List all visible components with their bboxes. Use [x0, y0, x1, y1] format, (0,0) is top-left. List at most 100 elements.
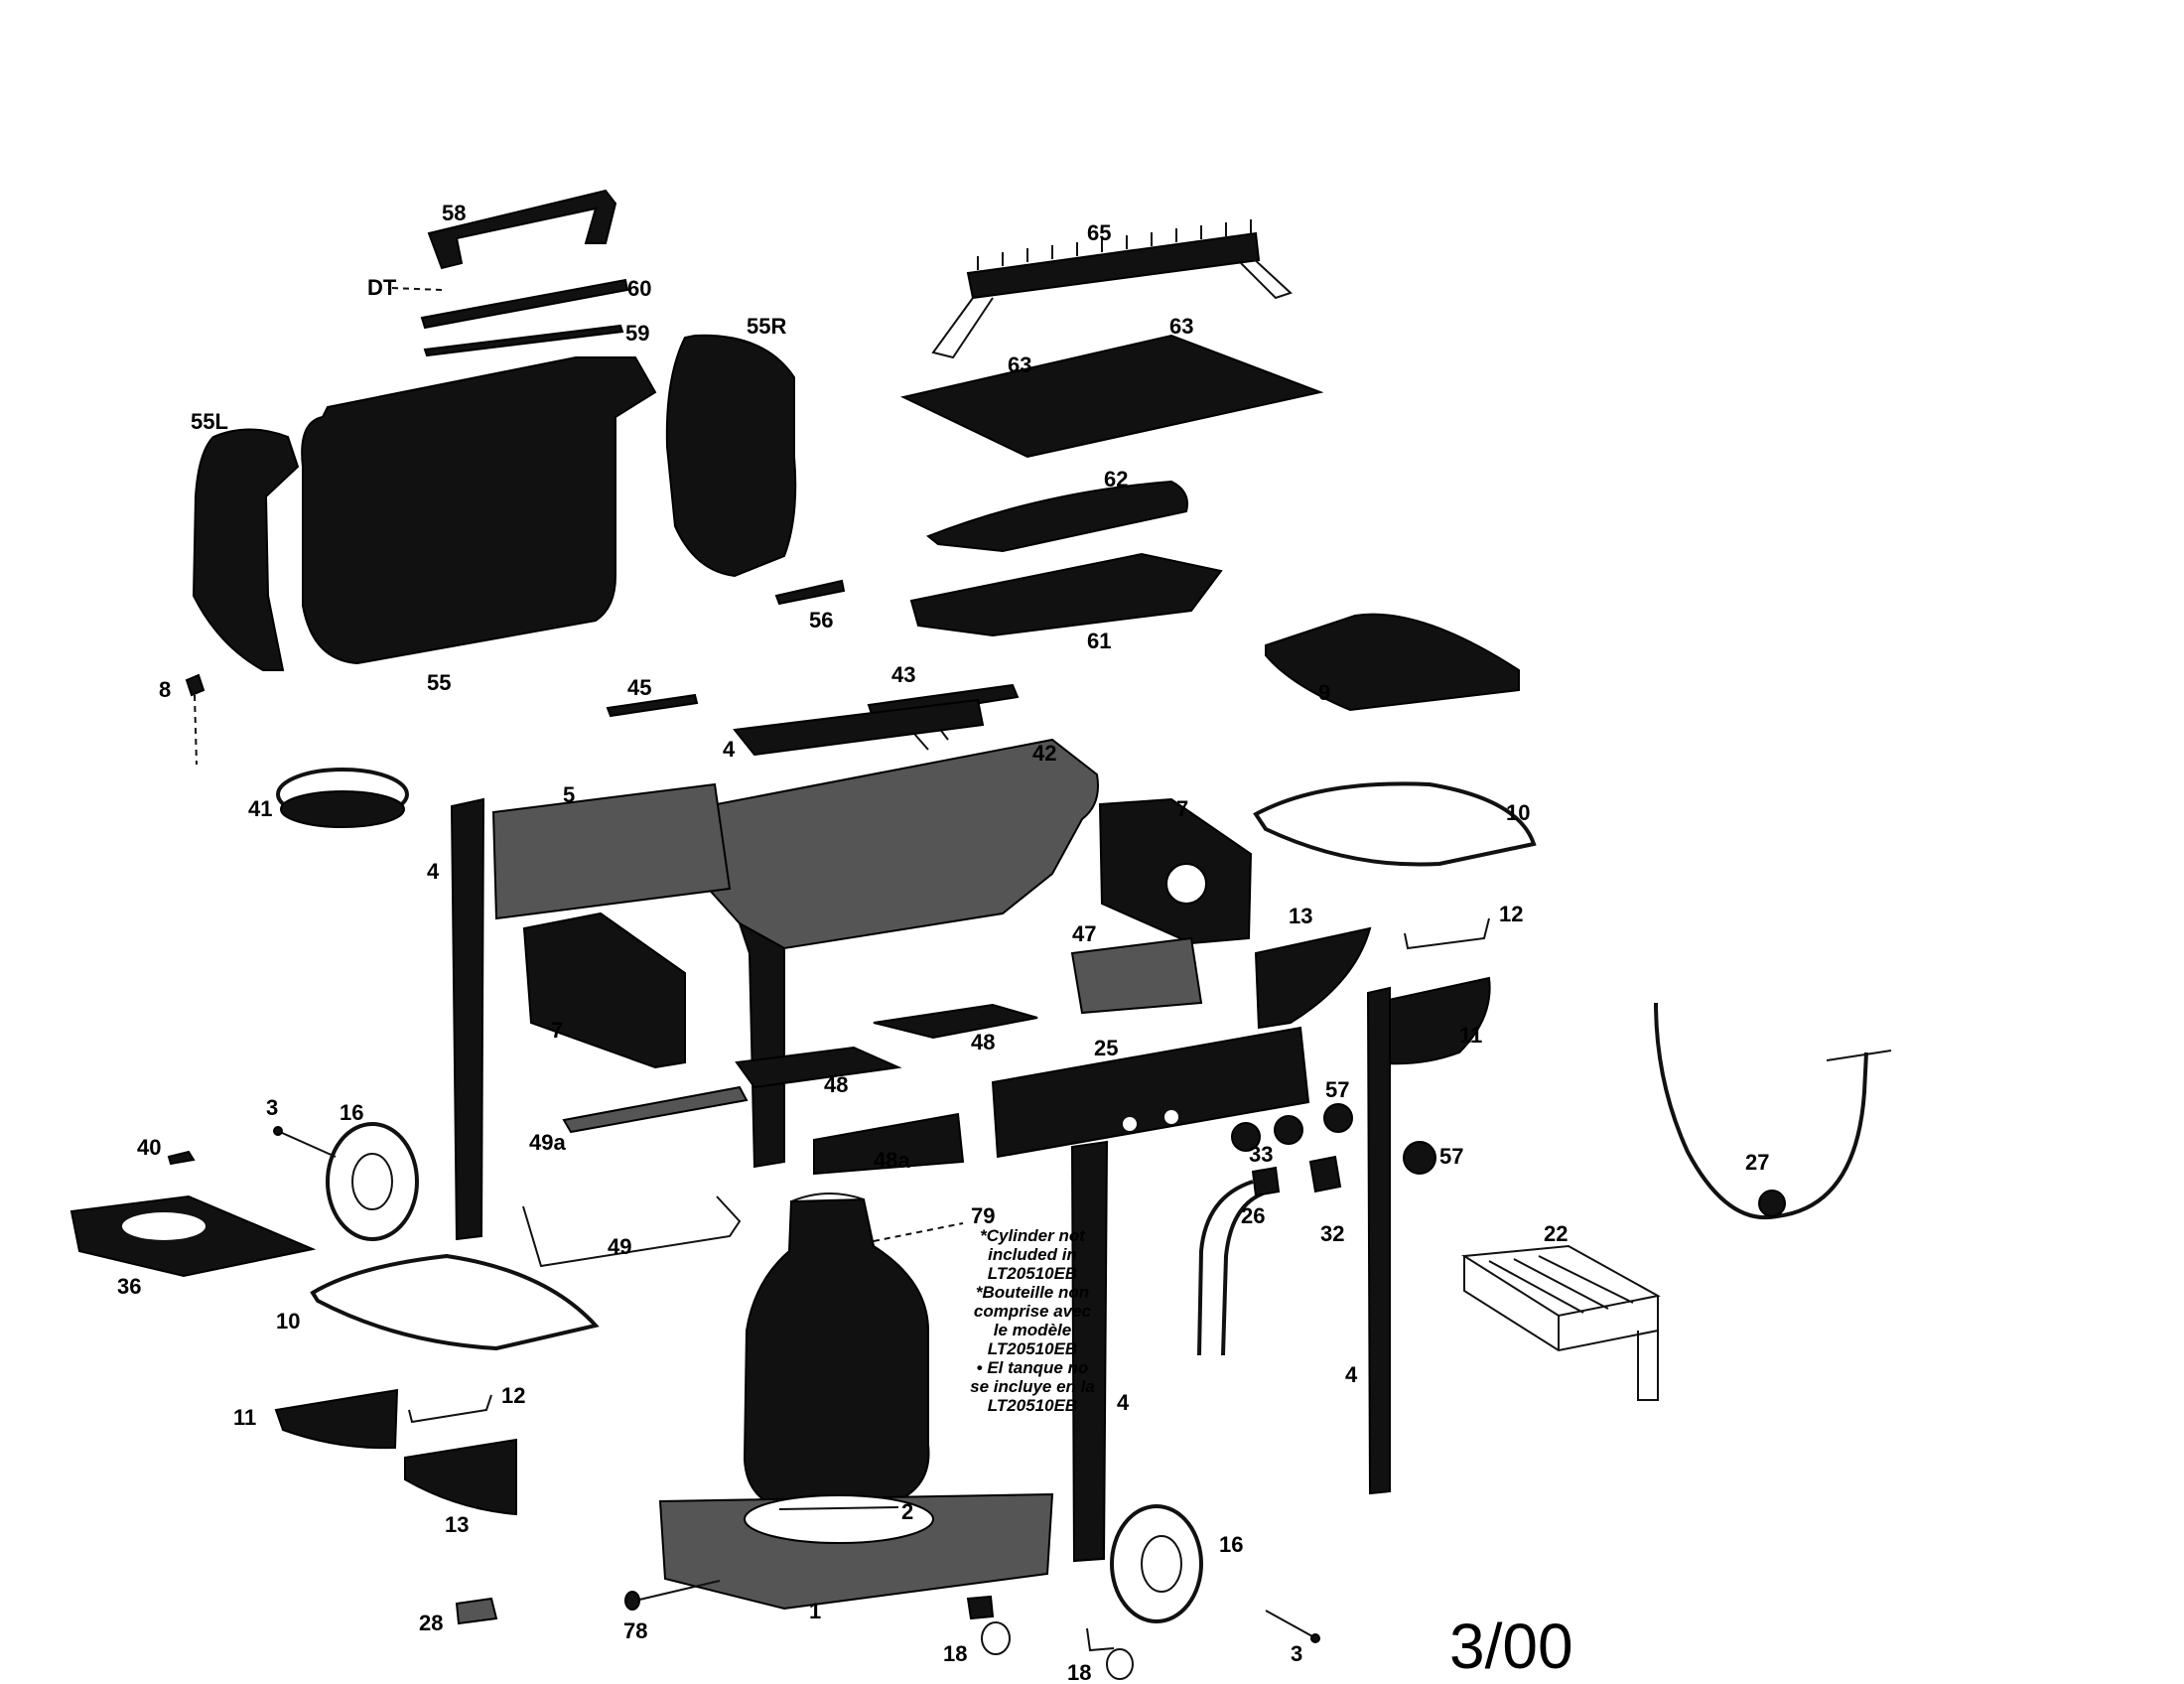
- cylinder-note-line-8: se incluye en la: [970, 1377, 1095, 1396]
- part-label-11b: 11: [233, 1405, 256, 1430]
- part-label-60: 60: [627, 276, 651, 301]
- part-label-32: 32: [1320, 1221, 1344, 1246]
- part-label-16b: 16: [1219, 1532, 1243, 1557]
- part-58-lid-handle: [427, 189, 617, 270]
- part-8-screw: [185, 673, 205, 697]
- part-label-49a: 49a: [529, 1130, 566, 1155]
- part-label-56: 56: [809, 608, 833, 632]
- part-label-4b: 4: [427, 859, 440, 884]
- part-label-16a: 16: [340, 1100, 363, 1125]
- part-49a-brace: [562, 1085, 749, 1134]
- part-label-7a: 7: [1176, 796, 1188, 821]
- part-label-55l: 55L: [191, 409, 228, 434]
- part-label-13a: 13: [1289, 904, 1312, 928]
- part-1-cart-base: [658, 1492, 1054, 1611]
- part-4-leg-right: [1366, 986, 1391, 1495]
- part-10-shelf-frame-right: [1253, 781, 1537, 867]
- part-label-12a: 12: [1499, 902, 1523, 926]
- part-label-62: 62: [1104, 467, 1128, 491]
- part-48-grease-tray: [873, 1003, 1038, 1040]
- part-label-48a-2: 48a: [874, 1148, 910, 1173]
- part-45-bracket: [606, 693, 699, 718]
- part-18-caster-b: [1086, 1627, 1134, 1680]
- part-label-47: 47: [1072, 921, 1096, 946]
- part-55r-lid-end-cap: [665, 334, 797, 578]
- part-label-3a: 3: [266, 1095, 278, 1120]
- part-26-gas-line: [1197, 1180, 1264, 1356]
- part-60-heat-shield: [420, 278, 629, 330]
- part-label-48b: 48: [824, 1072, 848, 1097]
- cylinder-note-line-3: *Bouteille non: [976, 1283, 1089, 1302]
- part-79-lp-cylinder: [743, 1192, 930, 1511]
- part-41-side-burner: [276, 768, 409, 828]
- part-10-shelf-frame-left: [310, 1253, 600, 1351]
- part-3-axle-right: [1265, 1610, 1313, 1637]
- part-42-firebox: [663, 738, 1099, 1169]
- part-8-leader: [194, 694, 198, 766]
- part-7-side-panel-left: [522, 912, 686, 1069]
- part-13-shelf-bowl-right: [1254, 926, 1372, 1030]
- part-12-towel-bar-left: [408, 1394, 492, 1424]
- part-label-4a: 4: [723, 737, 736, 762]
- part-label-33: 33: [1249, 1142, 1273, 1167]
- part-label-63b: 63: [1169, 314, 1193, 339]
- part-label-3b: 3: [1291, 1641, 1302, 1666]
- part-26-fitting: [1251, 1166, 1281, 1197]
- part-label-10b: 10: [276, 1309, 300, 1333]
- part-63-cooking-grates: [899, 334, 1324, 459]
- part-label-58: 58: [442, 201, 466, 225]
- cylinder-note-line-2: LT20510EB: [988, 1264, 1077, 1283]
- part-78-pin-head: [624, 1591, 640, 1611]
- cylinder-note-line-9: LT20510EB: [988, 1396, 1077, 1415]
- part-59-gasket: [423, 324, 624, 357]
- date-stamp: 3/00: [1449, 1611, 1573, 1682]
- part-78-pin: [634, 1580, 721, 1602]
- part-22-storage-basket: [1460, 1244, 1661, 1401]
- part-3-axle-cap-right: [1310, 1633, 1320, 1643]
- part-25-valve-hole-a: [1123, 1117, 1137, 1131]
- cylinder-note-line-6: LT20510EB: [988, 1339, 1077, 1358]
- part-5-control-panel: [491, 782, 732, 920]
- part-label-49: 49: [608, 1234, 631, 1259]
- part-9-side-shelf: [1265, 613, 1520, 712]
- part-label-dt: DT: [367, 275, 397, 300]
- part-label-28: 28: [419, 1611, 443, 1635]
- part-16-wheel-right: [1110, 1504, 1203, 1623]
- part-label-26: 26: [1241, 1203, 1265, 1228]
- part-label-4c: 4: [1117, 1390, 1130, 1415]
- part-65-warming-rack: [931, 219, 1293, 359]
- part-79-leader: [873, 1222, 964, 1242]
- part-label-45: 45: [627, 675, 651, 700]
- part-40-ignitor: [167, 1150, 196, 1166]
- part-33-control-knobs: [1231, 1115, 1303, 1152]
- part-label-43: 43: [891, 662, 915, 687]
- part-label-59: 59: [625, 321, 649, 346]
- part-label-1: 1: [809, 1599, 821, 1623]
- part-label-10a: 10: [1506, 800, 1530, 825]
- part-label-63a: 63: [1008, 352, 1031, 377]
- part-label-55: 55: [427, 670, 451, 695]
- part-label-18b: 18: [1067, 1660, 1091, 1684]
- part-47-grease-shield: [1070, 936, 1203, 1015]
- part-4-front-frame: [733, 698, 985, 757]
- part-13-shelf-bowl-left: [404, 1438, 517, 1516]
- part-label-2: 2: [901, 1499, 913, 1524]
- part-label-42: 42: [1032, 741, 1056, 766]
- cylinder-note-line-4: comprise avec: [974, 1302, 1092, 1321]
- part-7-panel-hole: [1165, 863, 1207, 905]
- part-label-13b: 13: [445, 1512, 469, 1537]
- part-label-27: 27: [1745, 1150, 1769, 1175]
- part-55l-lid-end-cap: [192, 428, 300, 671]
- part-16-wheel-left: [326, 1122, 419, 1241]
- part-label-11a: 11: [1459, 1023, 1482, 1048]
- part-label-22: 22: [1544, 1221, 1568, 1246]
- part-label-41: 41: [248, 796, 272, 821]
- part-label-79: 79: [971, 1203, 995, 1228]
- part-label-8: 8: [159, 677, 171, 702]
- part-48-drip-pan: [735, 1046, 902, 1089]
- part-25-manifold-panel: [991, 1026, 1310, 1563]
- part-28-ignitor: [455, 1597, 498, 1625]
- part-label-12b: 12: [501, 1383, 525, 1408]
- part-49-tray-handle: [522, 1195, 742, 1268]
